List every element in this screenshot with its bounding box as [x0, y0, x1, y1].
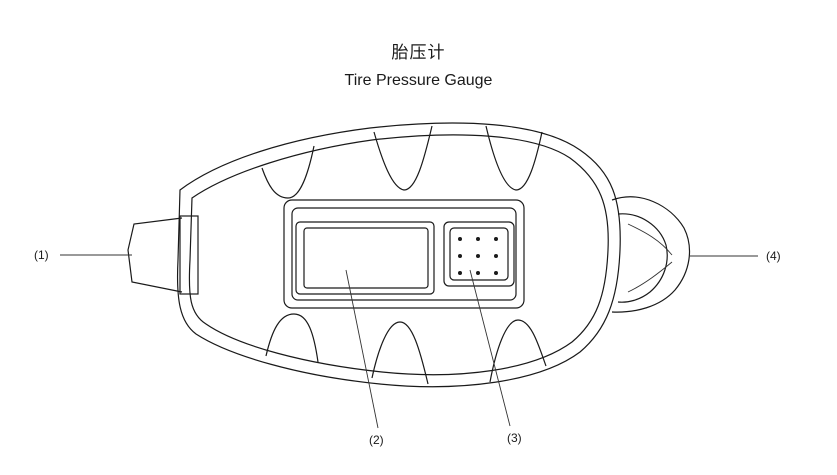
- callout-4: (4): [766, 249, 781, 263]
- diagram-title-chinese: 胎压计: [391, 43, 446, 63]
- display-panel: [283, 199, 525, 309]
- top-grip-ridges: [261, 125, 543, 199]
- hanging-loop: [611, 196, 691, 313]
- leader-line-2: [345, 269, 379, 429]
- bottom-grip-ridges: [265, 313, 547, 385]
- callout-1: (1): [34, 248, 49, 262]
- leader-lines: [60, 254, 758, 429]
- lcd-screen: [295, 221, 435, 295]
- callout-2: (2): [369, 433, 384, 447]
- diagram-title-english: Tire Pressure Gauge: [344, 72, 493, 89]
- gauge-body: [176, 122, 621, 388]
- callout-3: (3): [507, 431, 522, 445]
- button-dots: [458, 237, 498, 275]
- nozzle: [127, 215, 199, 295]
- button-pad: [443, 221, 515, 287]
- leader-line-3: [469, 269, 511, 427]
